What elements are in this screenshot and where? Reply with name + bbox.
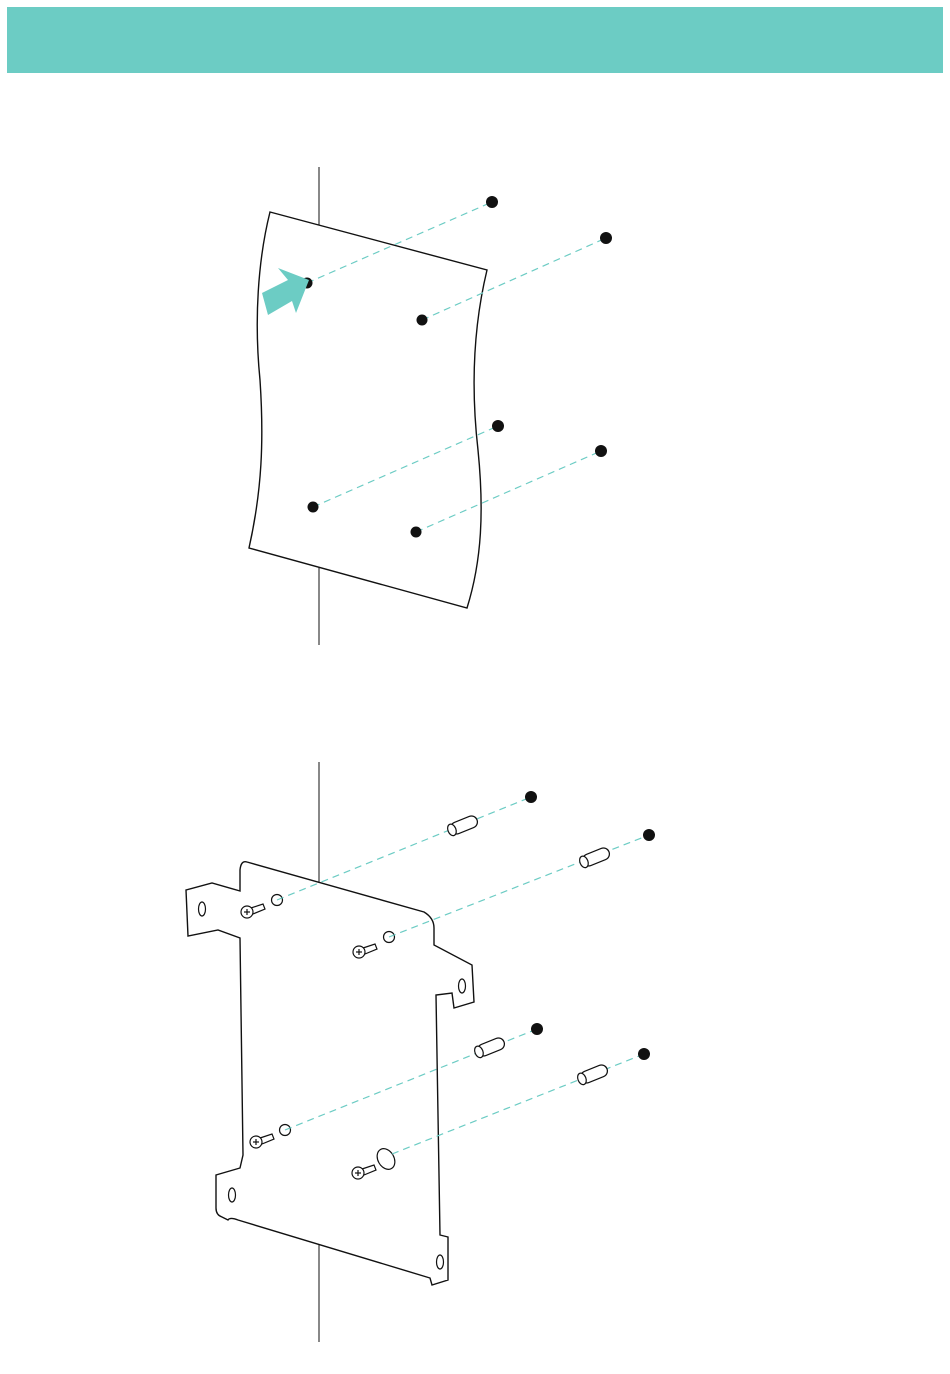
wall-anchor-icon: [446, 814, 479, 837]
drill-hole-icon: [492, 420, 504, 432]
drill-hole-icon: [600, 232, 612, 244]
template-figure: [0, 150, 950, 660]
wall-anchor-icon: [578, 846, 611, 869]
drill-hole-icon: [638, 1048, 650, 1060]
drill-hole-icon: [308, 502, 319, 513]
drill-hole-icon: [643, 829, 655, 841]
wall-anchor-icon: [473, 1036, 506, 1059]
drill-hole-icon: [486, 196, 498, 208]
drill-hole-icon: [417, 315, 428, 326]
bracket-illustration: [0, 750, 950, 1360]
header-bar: [7, 7, 943, 73]
template-illustration: [0, 150, 950, 660]
bracket-figure: [0, 750, 950, 1360]
mounting-bracket-icon: [186, 862, 474, 1285]
drill-hole-icon: [531, 1023, 543, 1035]
wall-anchor-icon: [576, 1063, 609, 1086]
drill-hole-icon: [525, 791, 537, 803]
wall-holes: [525, 791, 655, 1060]
drill-hole-icon: [595, 445, 607, 457]
wall-holes: [486, 196, 612, 457]
drill-hole-icon: [411, 527, 422, 538]
anchors: [446, 814, 611, 1086]
